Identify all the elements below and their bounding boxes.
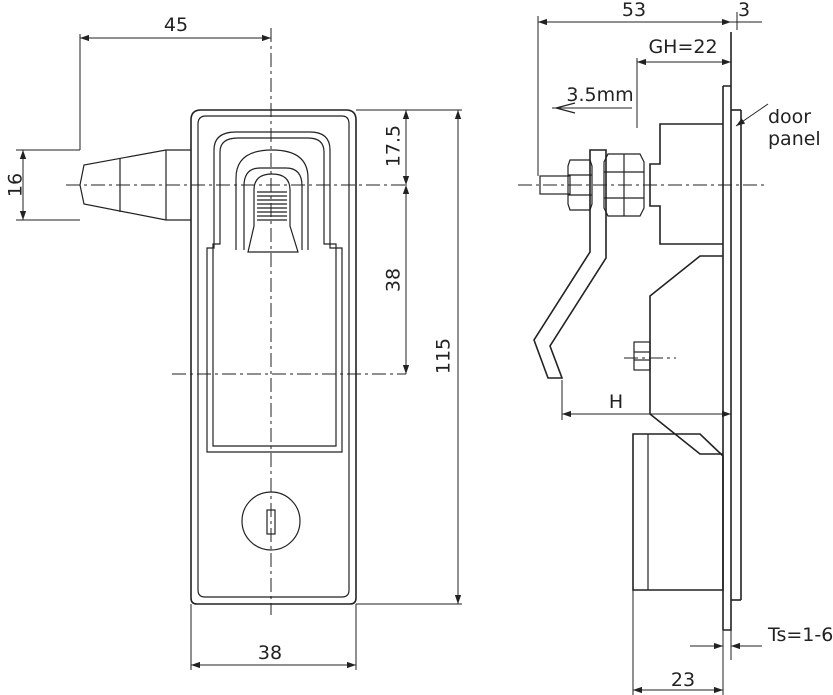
screw-head (633, 341, 651, 371)
trigger-grip-lines (257, 191, 287, 221)
stud-offset-arrow (553, 102, 576, 114)
dim-label-h: H (609, 391, 623, 413)
dim-label-38-horizontal: 38 (258, 642, 282, 664)
door-panel (723, 32, 732, 631)
hex-nut-right (603, 153, 645, 217)
lock-housing (649, 123, 723, 245)
handle-inner-arch (243, 167, 303, 250)
dim-label-38-vertical: 38 (383, 268, 405, 292)
lock-cylinder-body (632, 433, 724, 591)
dim-label-45: 45 (164, 14, 188, 36)
side-view: 53 3 GH=22 3.5mm door panel H Ts=1-6 23 (518, 0, 833, 695)
dim-label-53: 53 (622, 0, 646, 21)
dim-label-gh: GH=22 (648, 36, 717, 58)
handle-trigger (247, 173, 299, 253)
door-leader (735, 103, 769, 127)
label-panel: panel (768, 128, 821, 150)
body-inner-outline (197, 115, 350, 598)
label-door: door (768, 106, 811, 128)
handle-arch (235, 149, 309, 250)
lock-housing-lower (649, 255, 723, 455)
dim-label-3: 3 (738, 0, 750, 21)
dim-label-16: 16 (5, 173, 27, 197)
handle-recess-inner (212, 137, 337, 447)
handle-recess (206, 131, 343, 453)
dim-label-ts: Ts=1-6 (767, 624, 833, 646)
dim-label-115: 115 (433, 338, 455, 374)
dim-label-23: 23 (671, 669, 695, 691)
front-view: 45 16 17.5 38 115 38 (5, 14, 462, 670)
cam-arm (533, 149, 607, 379)
dim-label-3-5mm: 3.5mm (566, 84, 633, 106)
body-outer-outline (190, 109, 357, 605)
dim-label-17-5: 17.5 (383, 125, 405, 167)
